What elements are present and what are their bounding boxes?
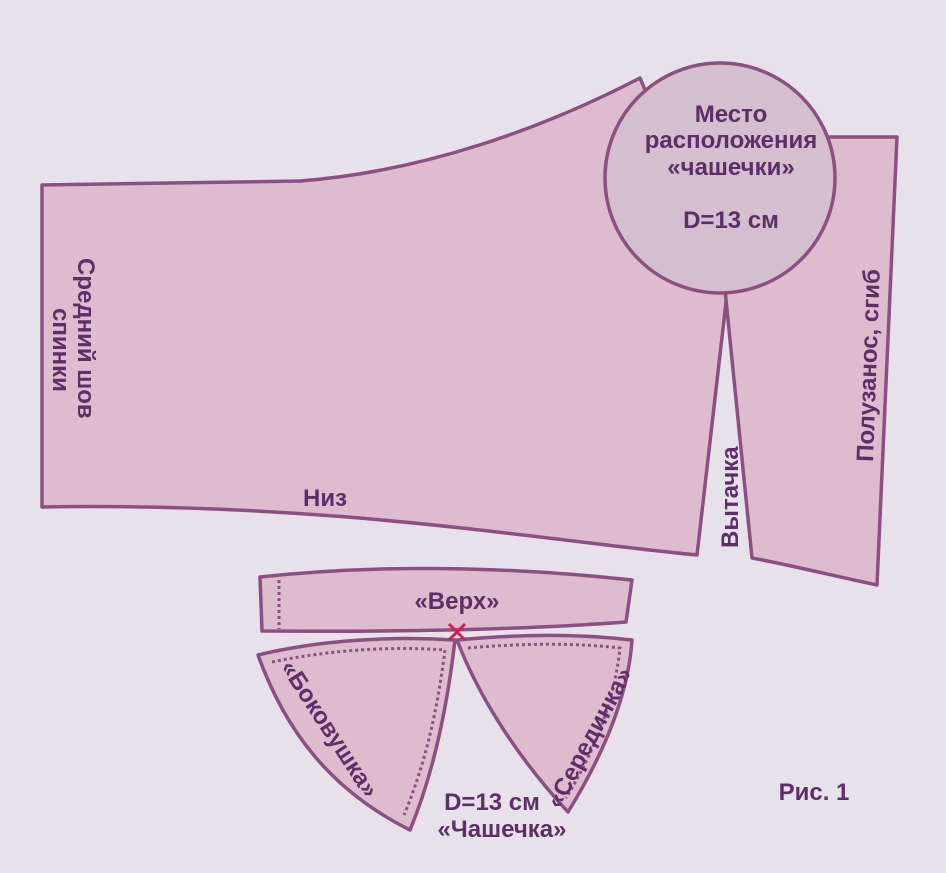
top-piece-label: «Верх» (414, 588, 499, 615)
center-back-label-line2: спинки (47, 308, 74, 392)
hem-label: Низ (303, 485, 347, 512)
fold-label: Полузанос, сгиб (852, 269, 886, 463)
side-piece (256, 636, 457, 832)
circle-size-label: D=13 см (683, 207, 779, 234)
center-back-label-line1: Средний шов (72, 258, 99, 419)
top-piece (258, 566, 634, 633)
circle-label-line3: «чашечки» (667, 154, 794, 181)
cup-placement-circle (603, 61, 837, 295)
figure-caption: Рис. 1 (779, 779, 850, 806)
dart-label: Вытачка (717, 446, 744, 548)
circle-label-line2: расположения (645, 127, 818, 154)
notch-marker (447, 622, 467, 642)
cup-name-label: «Чашечка» (438, 816, 567, 843)
middle-piece (455, 633, 634, 814)
side-piece-seam (271, 647, 447, 816)
cup-size-label: D=13 см (444, 789, 540, 816)
circle-label-line1: Место (695, 101, 767, 128)
main-back-piece (40, 76, 730, 557)
middle-piece-seam (467, 642, 622, 799)
